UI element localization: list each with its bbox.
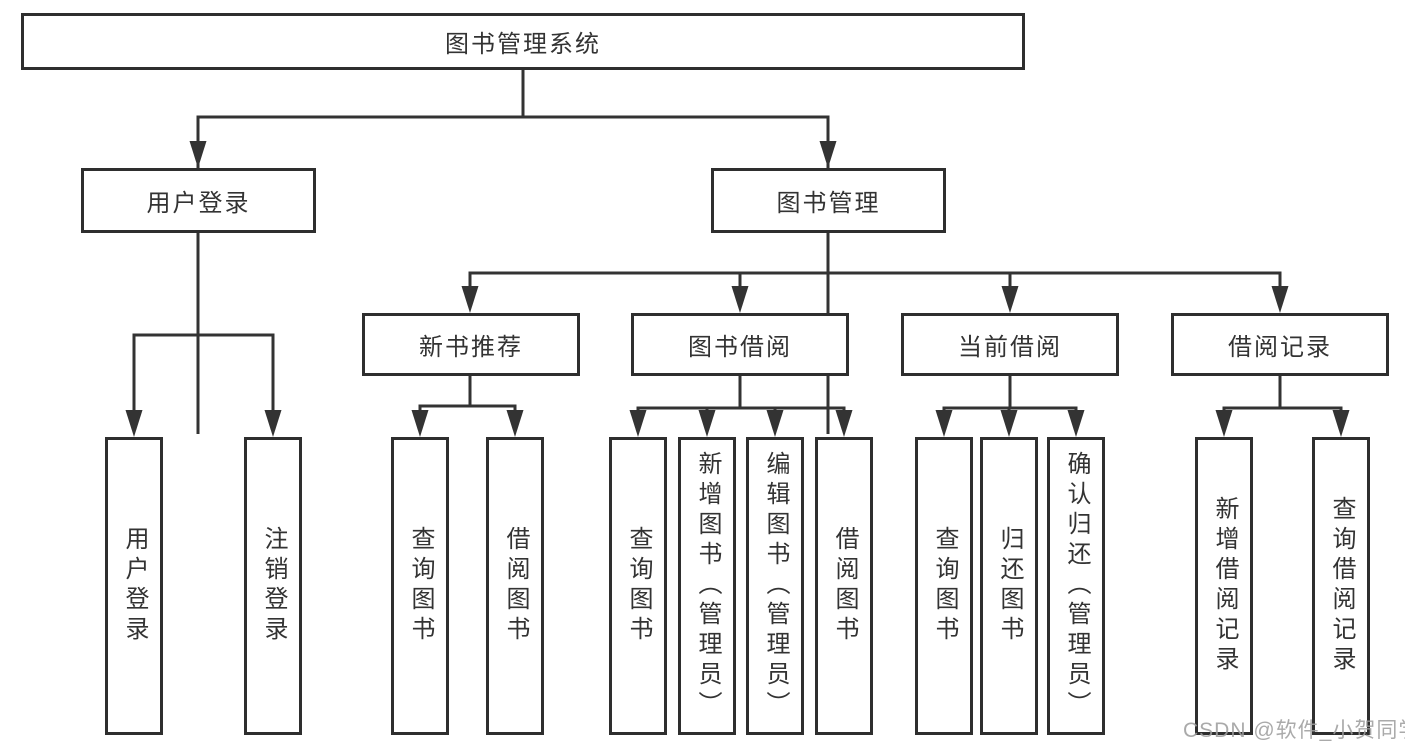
node-current-borrow: 当前借阅 [901, 313, 1119, 376]
leaf-cb-confirm-return-admin-label: 确认归还（管理员） [1063, 451, 1090, 721]
leaf-nb-borrow-books: 借阅图书 [486, 437, 544, 735]
leaf-user-login-label: 用户登录 [121, 526, 148, 646]
connector-new-book-children [418, 376, 517, 432]
leaf-user-login: 用户登录 [105, 437, 163, 735]
node-new-book-recommend-label: 新书推荐 [419, 334, 523, 361]
node-current-borrow-label: 当前借阅 [958, 334, 1062, 361]
leaf-nb-borrow-books-label: 借阅图书 [502, 526, 529, 646]
leaf-bb-add-books-admin: 新增图书（管理员） [678, 437, 736, 735]
node-user-login: 用户登录 [81, 168, 316, 233]
node-book-borrow-label: 图书借阅 [688, 334, 792, 361]
leaf-nb-query-books: 查询图书 [391, 437, 449, 735]
node-borrow-record: 借阅记录 [1171, 313, 1389, 376]
leaf-bb-borrow-books-label: 借阅图书 [831, 526, 858, 646]
leaf-logout: 注销登录 [244, 437, 302, 735]
leaf-cb-return-books-label: 归还图书 [996, 526, 1023, 646]
leaf-bb-add-books-admin-label: 新增图书（管理员） [694, 451, 721, 721]
node-book-management-label: 图书管理 [776, 190, 881, 217]
connector-user-login-children [132, 232, 275, 432]
leaf-bb-query-books: 查询图书 [609, 437, 667, 735]
node-root-label: 图书管理系统 [445, 31, 601, 58]
connector-book-borrow-children [636, 376, 846, 432]
leaf-br-query-record-label: 查询借阅记录 [1328, 496, 1355, 676]
node-book-management: 图书管理 [711, 168, 946, 233]
leaf-bb-query-books-label: 查询图书 [625, 526, 652, 646]
node-book-borrow: 图书借阅 [631, 313, 849, 376]
leaf-cb-query-books: 查询图书 [915, 437, 973, 735]
leaf-cb-query-books-label: 查询图书 [931, 526, 958, 646]
leaf-br-add-record: 新增借阅记录 [1195, 437, 1253, 735]
leaf-bb-borrow-books: 借阅图书 [815, 437, 873, 735]
node-user-login-label: 用户登录 [146, 190, 251, 217]
node-root: 图书管理系统 [21, 13, 1025, 70]
node-borrow-record-label: 借阅记录 [1228, 334, 1332, 361]
leaf-bb-edit-books-admin-label: 编辑图书（管理员） [762, 451, 789, 721]
connector-book-management-children [468, 232, 1282, 308]
watermark: CSDN @软件_小贺同学 [1183, 719, 1405, 742]
node-new-book-recommend: 新书推荐 [362, 313, 580, 376]
connector-current-borrow-children [942, 376, 1078, 432]
leaf-logout-label: 注销登录 [260, 526, 287, 646]
leaf-br-query-record: 查询借阅记录 [1312, 437, 1370, 735]
leaf-bb-edit-books-admin: 编辑图书（管理员） [746, 437, 804, 735]
connector-borrow-record-children [1222, 376, 1343, 432]
leaf-cb-confirm-return-admin: 确认归还（管理员） [1047, 437, 1105, 735]
leaf-br-add-record-label: 新增借阅记录 [1211, 496, 1238, 676]
leaf-nb-query-books-label: 查询图书 [407, 526, 434, 646]
connector-root-to-level2 [196, 69, 830, 434]
leaf-cb-return-books: 归还图书 [980, 437, 1038, 735]
